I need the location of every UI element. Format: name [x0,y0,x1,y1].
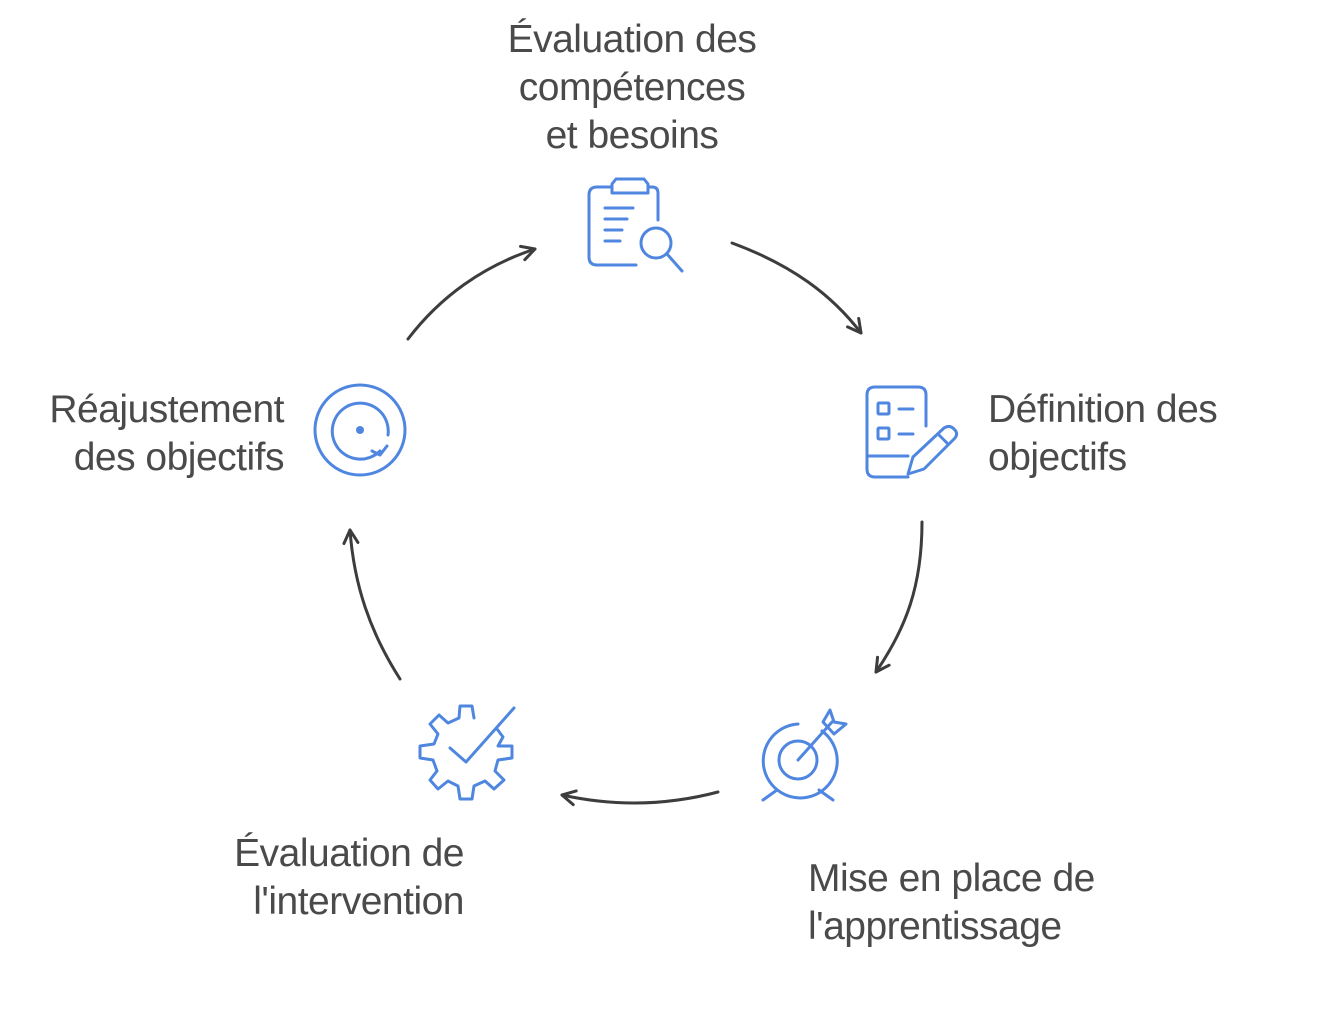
gear-check-icon [418,704,516,801]
arrow-step1-to-step2 [730,241,863,335]
step-label-evaluation-intervention: Évaluation de l'intervention [234,832,464,923]
step-label-definition-objectifs: Définition des objectifs [988,388,1218,479]
clipboard-search-icon [587,177,684,273]
step-label-reajustement: Réajustement des objectifs [49,388,284,479]
checklist-pencil-icon [865,385,959,479]
arrow-step3-to-step4 [560,789,720,807]
arrow-step5-to-step1 [406,244,537,341]
arrow-step4-to-step5 [342,528,402,681]
target-arrow-icon [761,708,848,802]
step-label-mise-en-place: Mise en place de l'apprentissage [808,857,1095,948]
step-label-evaluation-besoins: Évaluation des compétences et besoins [507,18,757,157]
refresh-circle-icon [313,383,407,477]
arrow-step2-to-step3 [874,520,924,674]
